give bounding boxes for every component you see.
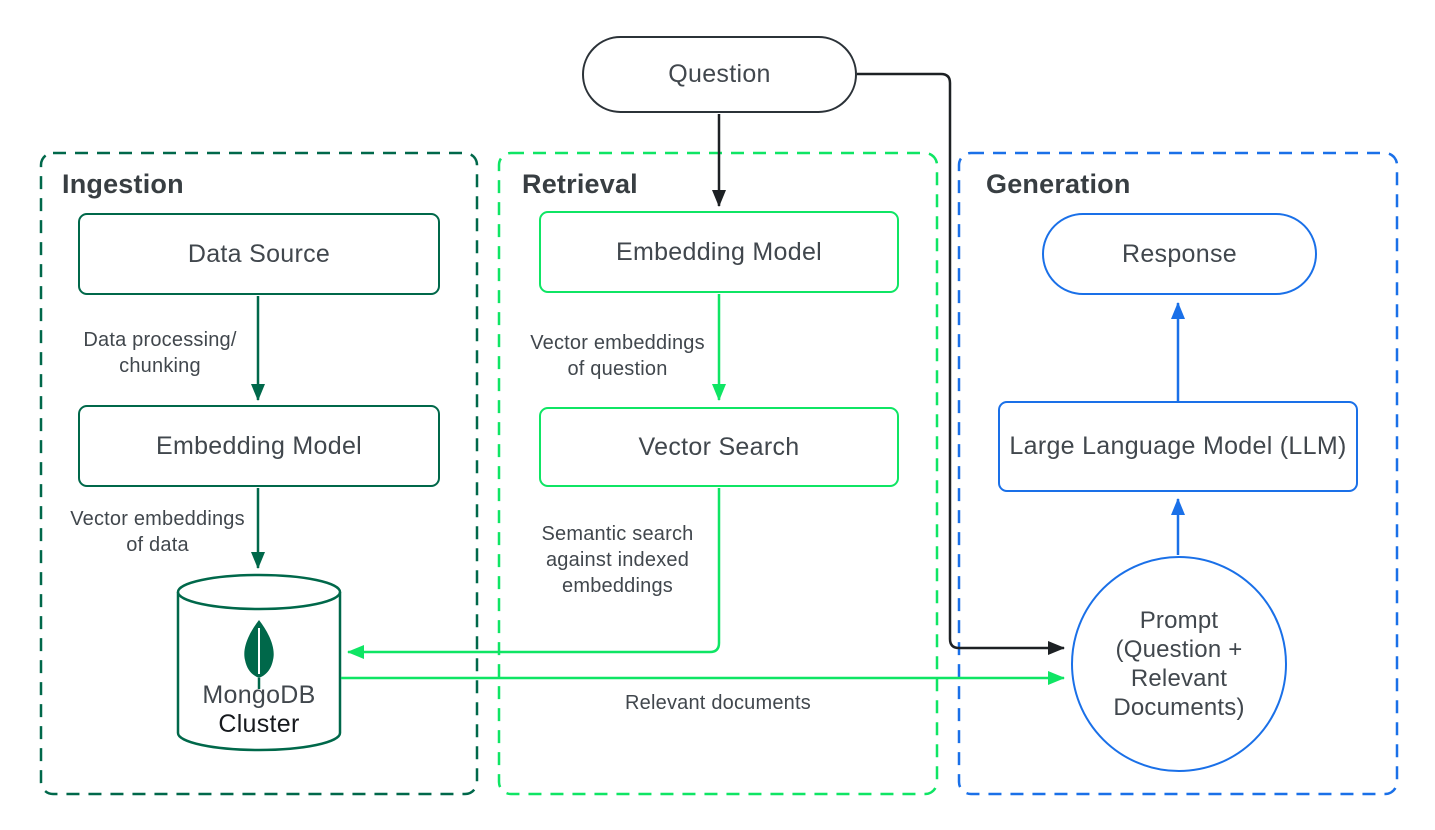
ingestion-panel-border bbox=[39, 151, 479, 796]
retrieval-panel-border bbox=[497, 151, 939, 796]
question-to-prompt-arrow bbox=[857, 72, 1065, 655]
mongodb-leaf-icon bbox=[244, 620, 274, 689]
generation-panel-border bbox=[957, 151, 1399, 796]
mongodb-cylinder bbox=[176, 573, 342, 752]
vectorsearch-to-cluster-arrow bbox=[347, 488, 721, 659]
